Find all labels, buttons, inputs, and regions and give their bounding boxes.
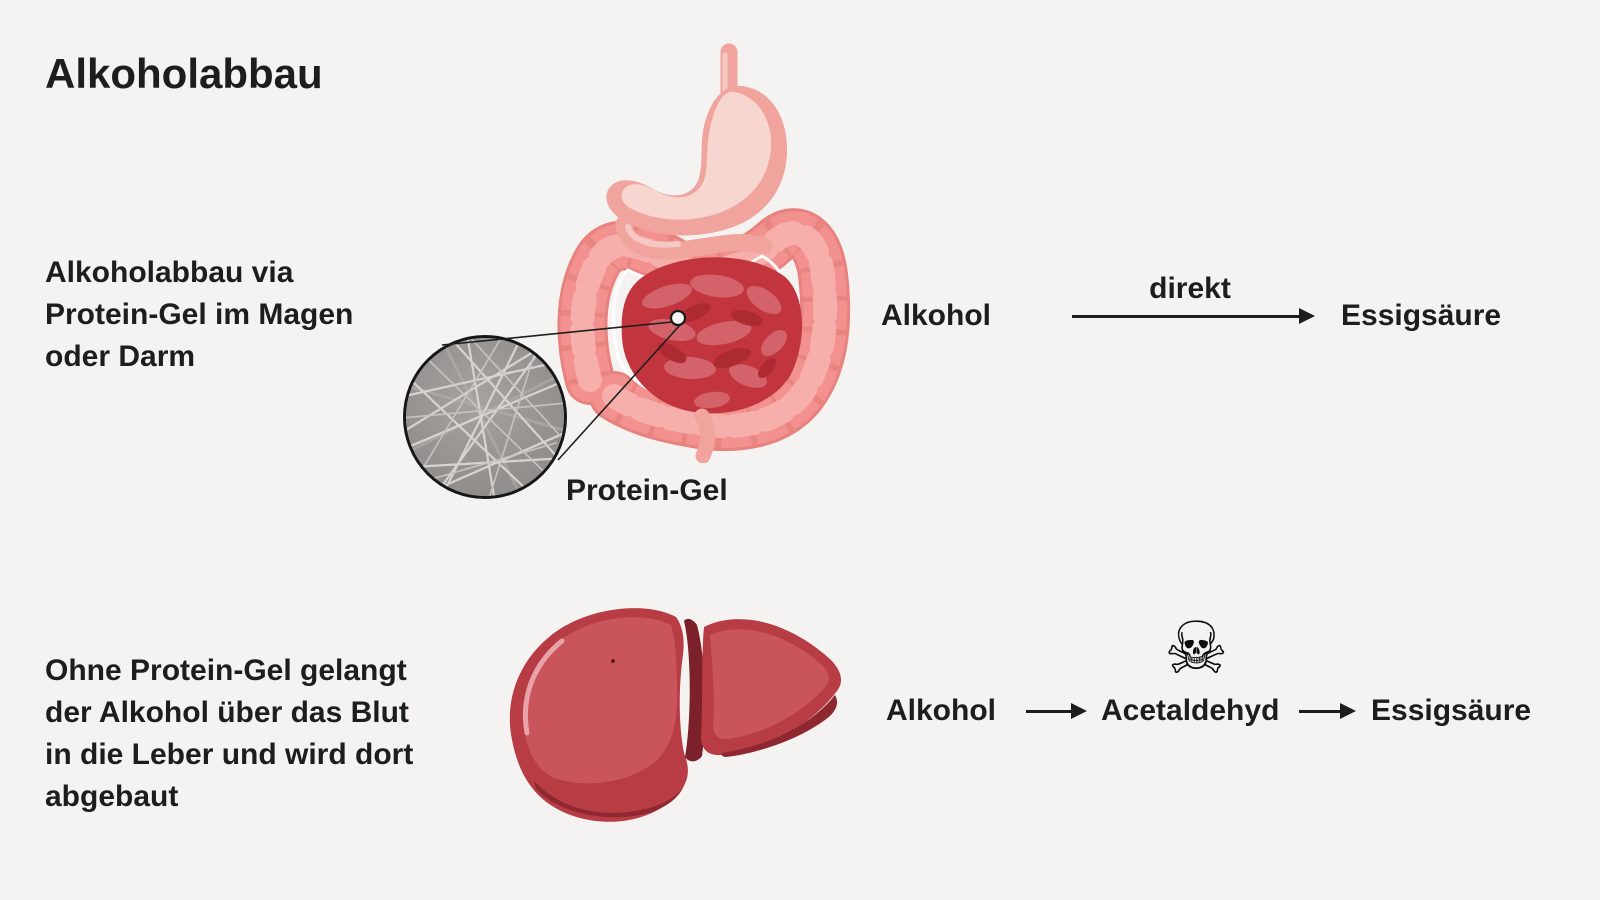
- arrow-acetaldehyd-essigsaeure: [1299, 703, 1356, 719]
- alkohol-label-top: Alkohol: [881, 299, 991, 332]
- essigsaeure-label-top: Essigsäure: [1341, 299, 1502, 332]
- alkohol-label-bottom: Alkohol: [886, 694, 996, 727]
- direkt-arrow: [1072, 308, 1315, 324]
- essigsaeure-label-bottom: Essigsäure: [1371, 694, 1532, 727]
- skull-crossbones-icon: ☠: [1164, 606, 1229, 690]
- liver-description-line-3: in die Leber und wird dort: [45, 738, 414, 771]
- page-title: Alkoholabbau: [45, 50, 323, 97]
- duodenum: [615, 215, 773, 260]
- gut-description-line-1: Alkoholabbau via: [45, 256, 294, 289]
- small-intestine: [621, 257, 803, 414]
- stomach: [606, 85, 788, 236]
- colon: [557, 208, 851, 452]
- rectum: [694, 408, 715, 463]
- gut-description-line-3: oder Darm: [45, 340, 196, 373]
- liver-description-line-1: Ohne Protein-Gel gelangt: [45, 654, 407, 687]
- liver-pathway-description: Ohne Protein-Gel gelangt der Alkohol übe…: [45, 650, 413, 818]
- stomach-intestines-illustration: [552, 28, 872, 463]
- protein-gel-micrograph: [403, 335, 567, 499]
- gut-pathway-description: Alkoholabbau via Protein-Gel im Magen od…: [45, 252, 353, 378]
- liver-illustration: [478, 583, 898, 853]
- gut-description-line-2: Protein-Gel im Magen: [45, 298, 354, 331]
- liver-description-line-4: abgebaut: [45, 780, 179, 813]
- liver-description-line-2: der Alkohol über das Blut: [45, 696, 409, 729]
- direkt-label: direkt: [1149, 272, 1231, 305]
- arrow-alkohol-acetaldehyd: [1026, 703, 1087, 719]
- protein-gel-label: Protein-Gel: [566, 474, 728, 507]
- acetaldehyd-label: Acetaldehyd: [1101, 694, 1280, 727]
